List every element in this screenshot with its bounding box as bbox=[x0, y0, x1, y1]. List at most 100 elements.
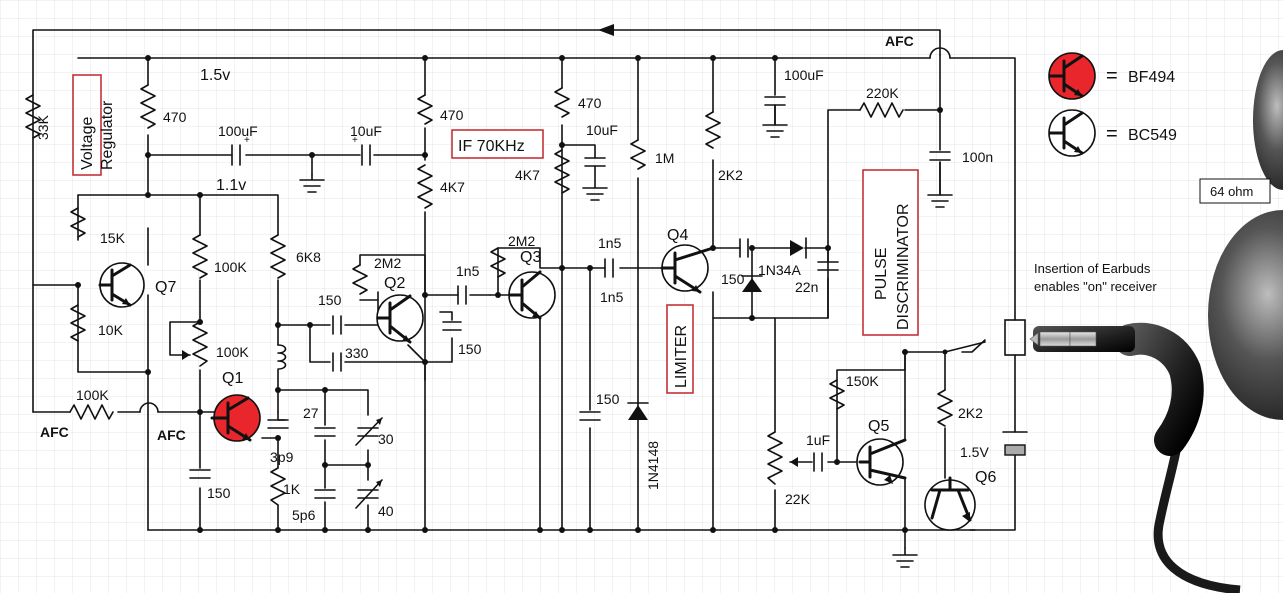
c1n5-b-label: 1n5 bbox=[598, 235, 622, 251]
if-70khz-label: IF 70KHz bbox=[458, 138, 525, 155]
resistor-470c bbox=[554, 87, 570, 118]
c1n5-a-label: 1n5 bbox=[456, 263, 480, 279]
r100k-a-label: 100K bbox=[214, 259, 247, 275]
r100k-left-label: 100K bbox=[76, 387, 109, 403]
r470a-label: 470 bbox=[163, 109, 187, 125]
r1k-label: 1K bbox=[283, 481, 301, 497]
cap-150-b bbox=[332, 315, 342, 335]
legend-bc549-label: BC549 bbox=[1128, 127, 1177, 144]
resistor-150k bbox=[829, 379, 845, 410]
vc30-label: 30 bbox=[378, 431, 394, 447]
cap-27 bbox=[314, 427, 336, 437]
c330-label: 330 bbox=[345, 345, 369, 361]
resistor-1k bbox=[270, 467, 286, 506]
transistor-q2 bbox=[376, 294, 424, 344]
impedance-badge bbox=[1199, 178, 1271, 204]
jack-body bbox=[1114, 322, 1204, 456]
resistor-4k7b bbox=[554, 149, 570, 194]
r220k-label: 220K bbox=[866, 85, 899, 101]
q2-label: Q2 bbox=[384, 275, 405, 292]
cap-1n5-a bbox=[457, 285, 467, 305]
resistor-15k bbox=[70, 207, 86, 238]
ground-symbols bbox=[299, 104, 953, 568]
c3p9-label: 3p9 bbox=[270, 449, 294, 465]
q6-label: Q6 bbox=[975, 469, 996, 486]
resistor-6k8 bbox=[270, 234, 286, 279]
voltage-regulator-label-1: Voltage bbox=[79, 117, 96, 170]
d1n34a-label: 1N34A bbox=[758, 262, 801, 278]
if-70khz-box bbox=[451, 129, 544, 159]
cap-1n5-c bbox=[739, 238, 749, 258]
component-labels: 1.5v 1.1v AFC AFC AFC 33K 470 15K 10K 10… bbox=[35, 33, 996, 523]
impedance-label: 64 ohm bbox=[1210, 184, 1253, 199]
rail-1v1-label: 1.1v bbox=[216, 177, 246, 194]
r150k-label: 150K bbox=[846, 373, 879, 389]
pot-wiper-arrow-22k bbox=[790, 457, 798, 467]
cap-10uf-b bbox=[584, 157, 606, 167]
r4k7b-label: 4K7 bbox=[515, 167, 540, 183]
pot100k-label: 100K bbox=[216, 344, 249, 360]
c10uf-b-label: 10uF bbox=[586, 122, 618, 138]
legend-equals-1: = bbox=[1106, 65, 1118, 87]
q4-label: Q4 bbox=[667, 227, 688, 244]
r1m-label: 1M bbox=[655, 150, 674, 166]
pulse-discriminator-label-1: PULSE bbox=[873, 248, 890, 300]
c150-q1-label: 150 bbox=[207, 485, 231, 501]
pot-wiper-arrow-100k bbox=[182, 350, 190, 360]
transistor-q4 bbox=[660, 244, 715, 294]
afc-top-label: AFC bbox=[885, 33, 914, 49]
resistor-10k bbox=[70, 304, 86, 342]
cap-100uf-b bbox=[764, 96, 786, 106]
r2m2b-label: 2M2 bbox=[508, 233, 535, 249]
resistor-4k7a bbox=[417, 164, 433, 209]
legend-bc549-symbol bbox=[1048, 109, 1096, 157]
jack-switch bbox=[961, 339, 986, 353]
c150-c-label: 150 bbox=[458, 341, 482, 357]
battery-label: 1.5V bbox=[960, 444, 989, 460]
r2k2a-label: 2K2 bbox=[718, 167, 743, 183]
pot22k-label: 22K bbox=[785, 491, 811, 507]
variable-capacitors bbox=[355, 417, 383, 509]
resistor-470a bbox=[140, 84, 156, 129]
c1n5-c-label: 1n5 bbox=[600, 289, 624, 305]
c10uf-a-label: 10uF bbox=[350, 123, 382, 139]
d1n4148-label: 1N4148 bbox=[645, 441, 661, 490]
capacitors bbox=[189, 96, 951, 499]
cap-3p9 bbox=[267, 419, 289, 429]
r6k8-label: 6K8 bbox=[296, 249, 321, 265]
r4k7a-label: 4K7 bbox=[440, 179, 465, 195]
earbud-note-line-1: Insertion of Earbuds bbox=[1034, 261, 1151, 276]
pot-100k bbox=[192, 321, 208, 367]
transistor-q6 bbox=[924, 476, 976, 531]
resistor-220k bbox=[859, 102, 904, 118]
resistor-100k-left bbox=[69, 404, 114, 420]
c22n-label: 22n bbox=[795, 279, 818, 295]
cap-22n bbox=[817, 261, 839, 271]
q3-label: Q3 bbox=[520, 249, 541, 266]
earbud-photo: Insertion of Earbuds enables "on" receiv… bbox=[1029, 50, 1283, 593]
jack-plug-tip bbox=[1039, 331, 1071, 347]
cap-150-q1 bbox=[189, 469, 211, 479]
jack-contact bbox=[1004, 319, 1026, 356]
c100uf-b-label: 100uF bbox=[784, 67, 824, 83]
wire-crossover-top bbox=[929, 47, 951, 59]
legend-equals-2: = bbox=[1106, 123, 1118, 145]
diodes bbox=[627, 237, 807, 420]
c5p6-label: 5p6 bbox=[292, 507, 316, 523]
resistor-470b bbox=[417, 94, 433, 125]
transistor-q5 bbox=[856, 438, 907, 486]
r15k-label: 15K bbox=[100, 230, 126, 246]
battery bbox=[1002, 319, 1028, 456]
resistor-2k2a bbox=[705, 111, 721, 149]
afc-left-label: AFC bbox=[40, 424, 69, 440]
limiter-label: LIMITER bbox=[673, 325, 690, 388]
earbud-bottom-image bbox=[1208, 210, 1283, 420]
resistors bbox=[25, 84, 953, 506]
r2m2a-label: 2M2 bbox=[374, 255, 401, 271]
c100n-label: 100n bbox=[962, 149, 993, 165]
rail-1v5-label: 1.5v bbox=[200, 67, 230, 84]
transistor-q3 bbox=[508, 270, 556, 320]
cap-150-d bbox=[579, 411, 601, 421]
c150-b-label: 150 bbox=[318, 292, 342, 308]
junction-dots bbox=[75, 55, 943, 533]
